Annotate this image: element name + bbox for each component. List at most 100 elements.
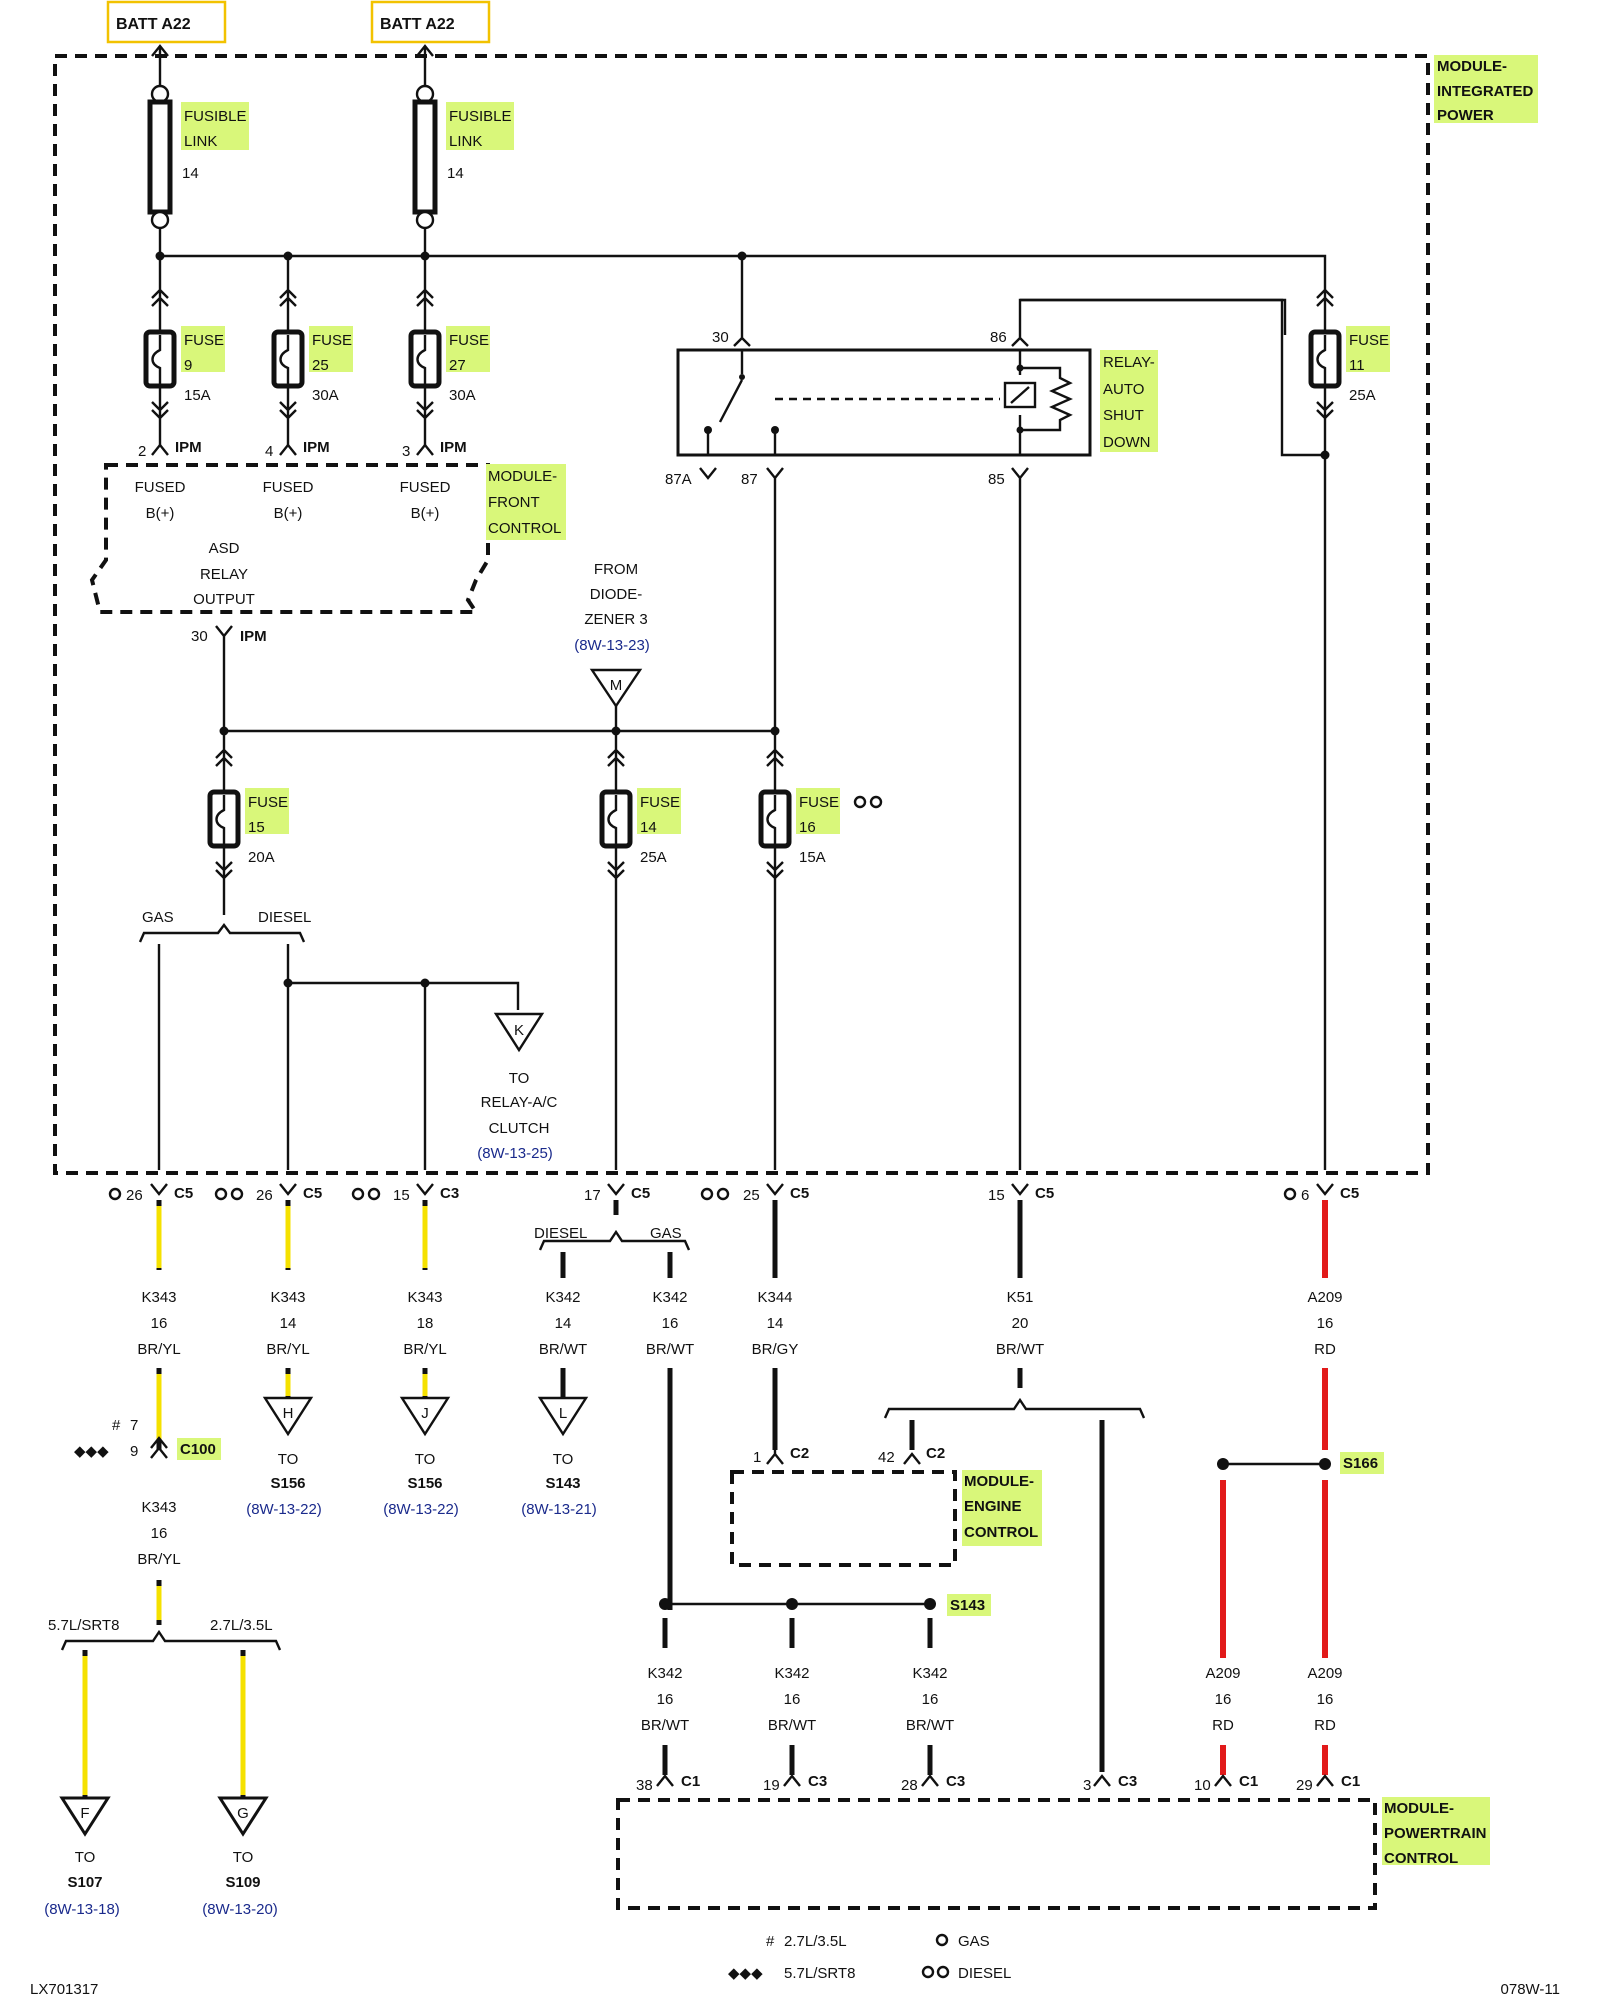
svg-text:FUSE: FUSE <box>312 332 352 349</box>
svg-text:(8W-13-22): (8W-13-22) <box>246 1501 322 1518</box>
svg-text:CONTROL: CONTROL <box>488 520 561 537</box>
legend-gas-icon <box>935 1933 949 1947</box>
svg-text:25A: 25A <box>640 849 667 866</box>
splice-ref-g: G TO S109 (8W-13-20) <box>202 1796 278 1918</box>
svg-text:C5: C5 <box>790 1185 809 1202</box>
svg-text:FUSE: FUSE <box>449 332 489 349</box>
svg-text:MODULE-: MODULE- <box>488 468 557 485</box>
svg-text:C2: C2 <box>790 1445 809 1462</box>
ecm-pins: 1 C2 42 C2 <box>753 1445 945 1466</box>
fuse-16: FUSE 16 15A <box>758 731 883 1170</box>
svg-text:C5: C5 <box>174 1185 193 1202</box>
svg-text:BR/WT: BR/WT <box>996 1341 1044 1358</box>
svg-text:K342: K342 <box>912 1665 947 1682</box>
svg-text:14: 14 <box>555 1315 572 1332</box>
svg-text:(8W-13-25): (8W-13-25) <box>477 1145 553 1162</box>
svg-text:K343: K343 <box>141 1289 176 1306</box>
svg-text:RELAY-: RELAY- <box>1103 354 1155 371</box>
svg-text:S156: S156 <box>270 1475 305 1492</box>
svg-text:K343: K343 <box>141 1499 176 1516</box>
svg-text:IPM: IPM <box>240 628 267 645</box>
svg-text:C3: C3 <box>946 1773 965 1790</box>
svg-text:38: 38 <box>636 1777 653 1794</box>
gas-label: GAS <box>650 1225 682 1242</box>
svg-text:16: 16 <box>657 1691 674 1708</box>
svg-text:16: 16 <box>662 1315 679 1332</box>
svg-text:S143: S143 <box>545 1475 580 1492</box>
svg-text:16: 16 <box>784 1691 801 1708</box>
legend-diesel-icon <box>921 1965 935 1979</box>
wire-runs <box>150 1200 1331 1775</box>
svg-text:85: 85 <box>988 471 1005 488</box>
svg-text:10: 10 <box>1194 1777 1211 1794</box>
svg-text:30A: 30A <box>449 387 476 404</box>
fuse-27: FUSE 27 30A <box>408 256 490 445</box>
svg-text:K342: K342 <box>774 1665 809 1682</box>
svg-text:TO: TO <box>553 1451 574 1468</box>
svg-text:28: 28 <box>901 1777 918 1794</box>
fuse-25: FUSE 25 30A <box>271 256 353 445</box>
svg-text:ASD: ASD <box>209 540 240 557</box>
ipm-pin-3: 3 IPM <box>402 439 467 460</box>
svg-text:14: 14 <box>447 165 464 182</box>
svg-text:25: 25 <box>312 357 329 374</box>
svg-text:K342: K342 <box>647 1665 682 1682</box>
splice-ref-h: H TO S156 (8W-13-22) <box>246 1396 322 1518</box>
svg-text:14: 14 <box>767 1315 784 1332</box>
svg-text:OUTPUT: OUTPUT <box>193 591 255 608</box>
diesel-marker-icon <box>853 795 867 809</box>
svg-text:26: 26 <box>126 1187 143 1204</box>
ipm-pin-4: 4 IPM <box>265 439 330 460</box>
battery-source-1: BATT A22 <box>106 0 227 44</box>
svg-text:14: 14 <box>182 165 199 182</box>
powertrain-control-module-boundary <box>616 1798 1377 1910</box>
svg-text:BR/WT: BR/WT <box>539 1341 587 1358</box>
svg-text:A209: A209 <box>1205 1665 1240 1682</box>
ipm-pin-30: 30 IPM <box>191 625 267 731</box>
svg-text:B(+): B(+) <box>411 505 440 522</box>
svg-text:16: 16 <box>151 1525 168 1542</box>
fuse-15: FUSE 15 20A <box>207 731 289 915</box>
splice-s166: S166 <box>1340 1452 1384 1474</box>
svg-text:16: 16 <box>1215 1691 1232 1708</box>
svg-text:15: 15 <box>393 1187 410 1204</box>
svg-text:GAS: GAS <box>958 1933 990 1950</box>
svg-text:S166: S166 <box>1343 1455 1378 1472</box>
svg-text:FUSED: FUSED <box>400 479 451 496</box>
svg-text:RELAY: RELAY <box>200 566 248 583</box>
svg-text:C3: C3 <box>440 1185 459 1202</box>
svg-text:27: 27 <box>449 357 466 374</box>
ac-clutch-feed <box>288 981 520 1170</box>
svg-text:(8W-13-18): (8W-13-18) <box>44 1901 120 1918</box>
footer-left-code: LX701317 <box>30 1981 98 1998</box>
svg-text:FUSED: FUSED <box>263 479 314 496</box>
svg-text:#: # <box>112 1417 121 1434</box>
diesel-label: DIESEL <box>534 1225 587 1242</box>
svg-text:FUSE: FUSE <box>640 794 680 811</box>
svg-text:GAS: GAS <box>142 909 174 926</box>
svg-text:BR/GY: BR/GY <box>752 1341 799 1358</box>
svg-text:TO: TO <box>278 1451 299 1468</box>
svg-text:BR/WT: BR/WT <box>641 1717 689 1734</box>
svg-text:BR/YL: BR/YL <box>137 1341 180 1358</box>
svg-text:POWER: POWER <box>1437 107 1494 124</box>
svg-text:DIESEL: DIESEL <box>958 1965 1011 1982</box>
svg-text:4: 4 <box>265 443 273 460</box>
svg-text:INTEGRATED: INTEGRATED <box>1437 83 1534 100</box>
svg-text:RELAY-A/C: RELAY-A/C <box>481 1094 558 1111</box>
svg-text:(8W-13-22): (8W-13-22) <box>383 1501 459 1518</box>
fusible-link-2: FUSIBLE LINK 14 <box>412 44 514 256</box>
svg-text:25A: 25A <box>1349 387 1376 404</box>
svg-text:16: 16 <box>1317 1691 1334 1708</box>
svg-text:AUTO: AUTO <box>1103 381 1144 398</box>
svg-text:19: 19 <box>763 1777 780 1794</box>
svg-text:20A: 20A <box>248 849 275 866</box>
svg-text:SHUT: SHUT <box>1103 407 1144 424</box>
ac-clutch-reference: K TO RELAY-A/C CLUTCH (8W-13-25) <box>477 1012 558 1162</box>
svg-text:A209: A209 <box>1307 1665 1342 1682</box>
